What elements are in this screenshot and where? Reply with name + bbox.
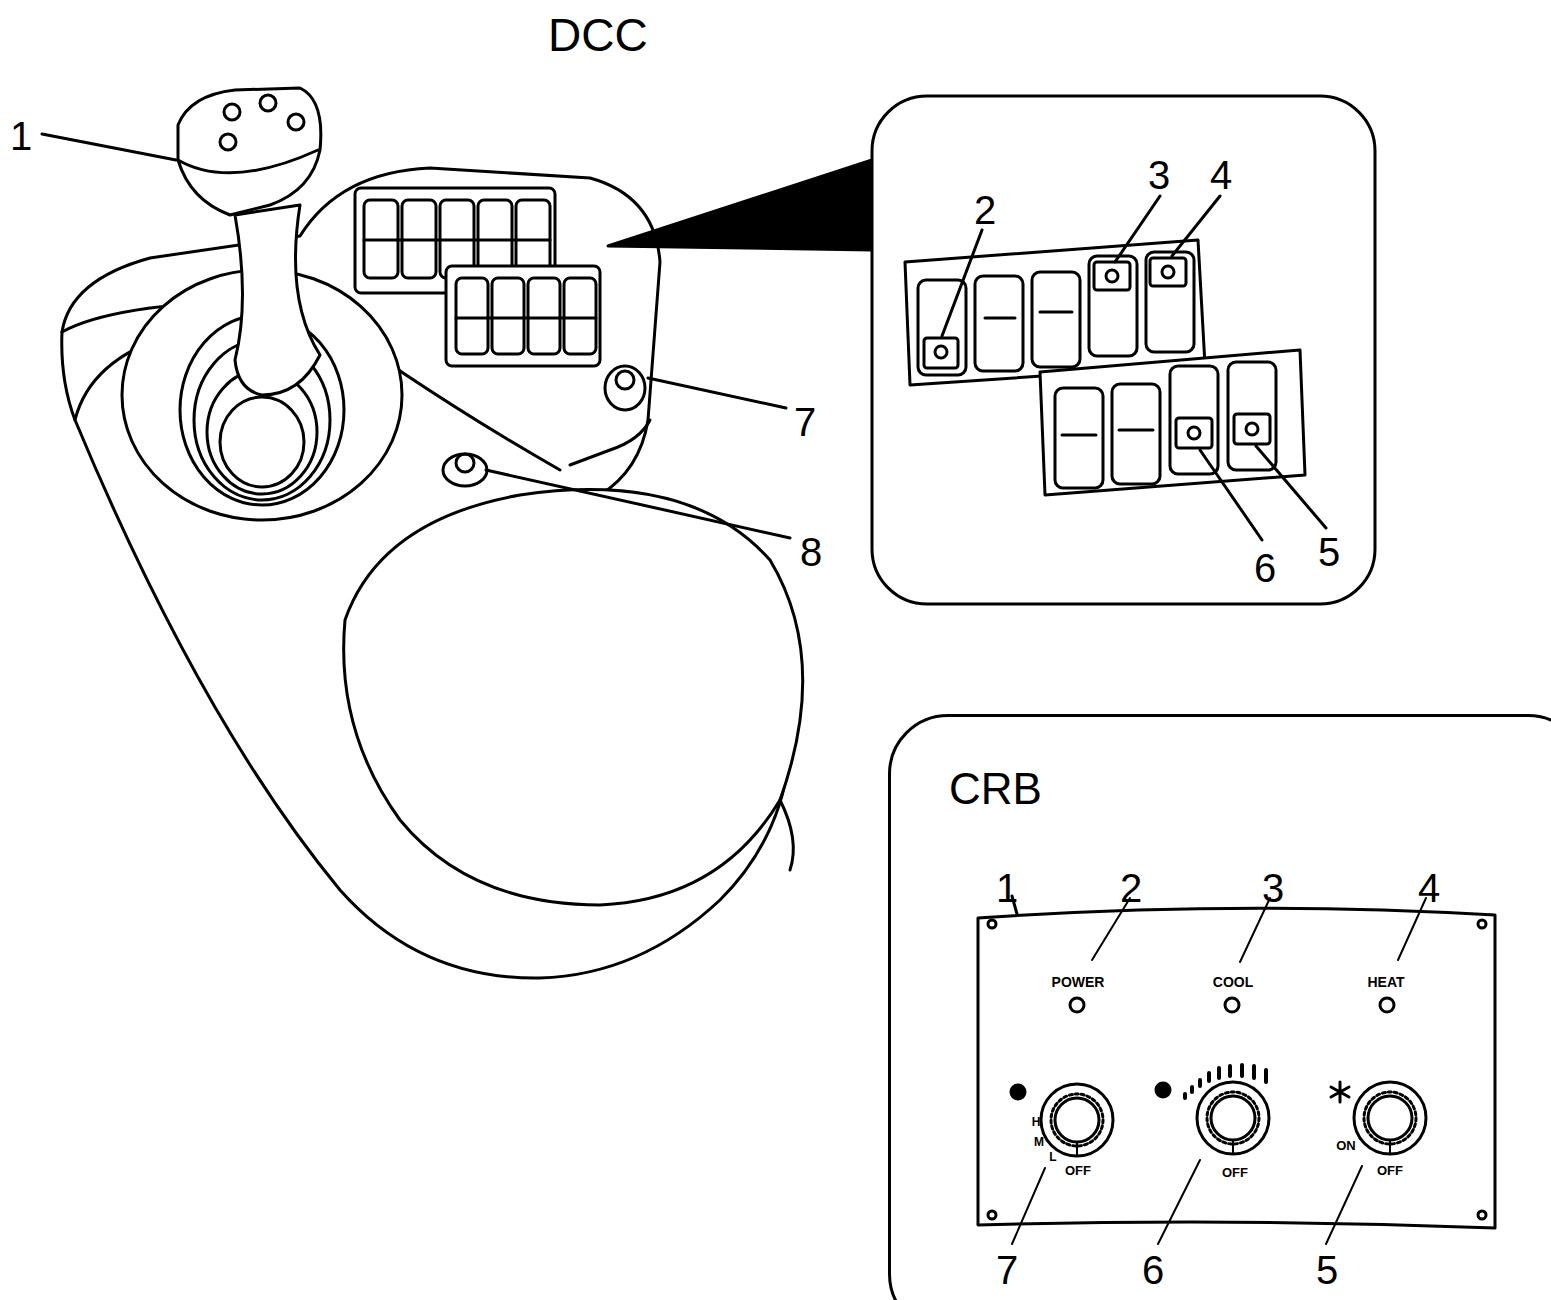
panel-label: OFF	[1377, 1164, 1403, 1177]
panel-frame: CRB	[888, 714, 1551, 1300]
panel-label: POWER	[1052, 975, 1105, 989]
panel-label: OFF	[1222, 1166, 1248, 1179]
panel-label: M	[1034, 1136, 1044, 1148]
callout-number: 7	[794, 402, 816, 442]
callout-number: 6	[1142, 1250, 1164, 1290]
panel-label: HEAT	[1367, 975, 1404, 989]
callout-number: 3	[1148, 155, 1170, 195]
callout-number: 3	[1262, 868, 1284, 908]
callout-number: 6	[1254, 548, 1276, 588]
panel-label: OFF	[1065, 1164, 1091, 1177]
callout-number: 4	[1418, 868, 1440, 908]
callout-number: 8	[800, 532, 822, 572]
panel-label: H	[1032, 1116, 1041, 1128]
panel-heading: CRB	[949, 767, 1042, 811]
callout-number: 5	[1316, 1250, 1338, 1290]
panel-label: COOL	[1213, 975, 1253, 989]
callout-number: 4	[1210, 155, 1232, 195]
callout-number: 5	[1318, 532, 1340, 572]
callout-number: 1	[10, 116, 32, 156]
callout-number: 2	[974, 190, 996, 230]
callout-number: 7	[996, 1250, 1018, 1290]
diagram-heading: DCC	[548, 12, 648, 58]
panel-label: L	[1049, 1151, 1056, 1163]
panel-label: ON	[1336, 1139, 1356, 1152]
callout-number: 1	[996, 868, 1018, 908]
callout-number: 2	[1120, 868, 1142, 908]
